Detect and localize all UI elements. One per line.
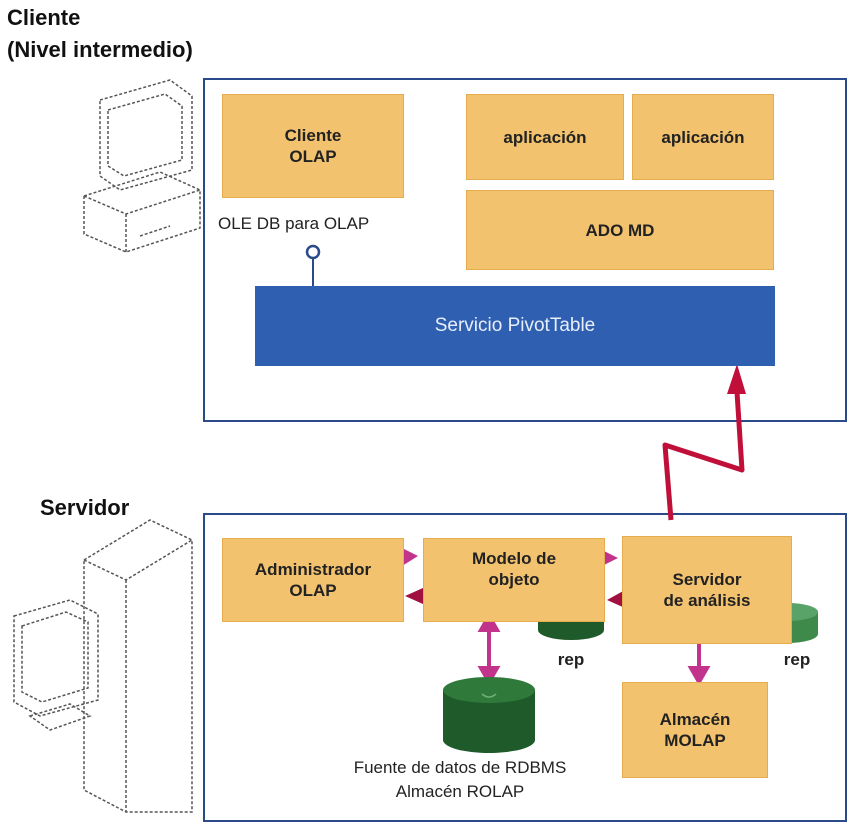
- pivot-table-service: Servicio PivotTable: [255, 286, 775, 366]
- molap-store-box: Almacén MOLAP: [622, 682, 768, 778]
- client-heading-line2: (Nivel intermedio): [7, 37, 193, 62]
- rdbms-source-label: Fuente de datos de RDBMS: [353, 758, 567, 777]
- rep-label-2: rep: [783, 650, 811, 669]
- application-box-1: aplicación: [466, 94, 624, 180]
- connector-triangles: [405, 588, 625, 608]
- client-computer-icon: [83, 79, 201, 253]
- server-heading: Servidor: [40, 495, 130, 520]
- application-box-2: aplicación: [632, 94, 774, 180]
- ado-md-box: ADO MD: [466, 190, 774, 270]
- network-arrow-head: [727, 364, 746, 394]
- olap-client-box: Cliente OLAP: [222, 94, 404, 198]
- rep-label-1: rep: [557, 650, 585, 669]
- analysis-server-box: Servidor de análisis: [622, 536, 792, 644]
- rdbms-database-icon: [443, 677, 535, 753]
- network-arrow: [662, 391, 745, 521]
- object-model-box: Modelo de objeto: [423, 538, 605, 622]
- olap-admin-box: Administrador OLAP: [222, 538, 404, 622]
- rolap-store-label: Almacén ROLAP: [395, 782, 525, 801]
- ole-db-connector-icon: [305, 244, 321, 286]
- connector-triangles-pink: [402, 548, 618, 566]
- server-computer-icon: [13, 519, 193, 813]
- client-heading-line1: Cliente: [7, 5, 81, 30]
- ole-db-label: OLE DB para OLAP: [218, 214, 370, 233]
